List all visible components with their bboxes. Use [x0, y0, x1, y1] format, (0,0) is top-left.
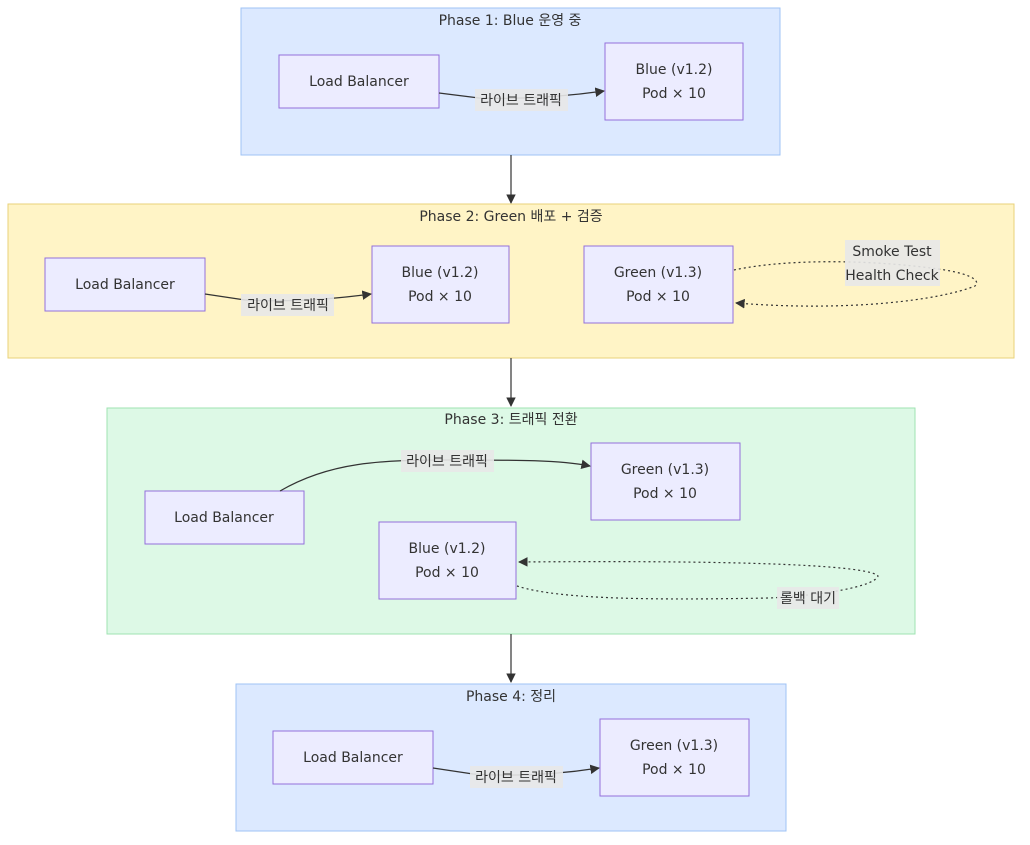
phase-4-title: Phase 4: 정리	[466, 689, 556, 705]
phase-4-live-traffic-label: 라이브 트래픽	[475, 770, 557, 786]
phase-2-live-traffic-label: 라이브 트래픽	[247, 298, 329, 314]
phase-2-green-pods: Pod × 10	[626, 289, 690, 305]
phase-3-blue-label: Blue (v1.2)	[409, 541, 486, 557]
phase-1: Phase 1: Blue 운영 중 Load Balancer Blue (v…	[240, 7, 781, 156]
phase-3-load-balancer-node	[144, 490, 305, 545]
phase-3-rollback-label: 롤백 대기	[780, 591, 836, 607]
phase-3-rollback-edge	[516, 557, 879, 600]
phase-3-live-traffic-label-bg	[401, 450, 494, 472]
phase-4-green-pods: Pod × 10	[642, 762, 706, 778]
phase-4-load-balancer-label: Load Balancer	[303, 750, 403, 766]
phase-2-blue-node	[371, 245, 510, 324]
phase-1-load-balancer-node	[278, 54, 440, 109]
phase-1-blue-node	[604, 42, 744, 121]
phase-2-green-node	[583, 245, 734, 324]
phase-2-live-traffic-label-bg	[241, 294, 334, 316]
phase-3-title: Phase 3: 트래픽 전환	[444, 412, 577, 428]
phase-4: Phase 4: 정리 Load Balancer Green (v1.3) P…	[235, 683, 787, 832]
phase-2: Phase 2: Green 배포 + 검증 Load Balancer Blu…	[7, 203, 1015, 359]
phase-3-green-label: Green (v1.3)	[621, 462, 709, 478]
phase-4-load-balancer-node	[272, 730, 434, 785]
phase-2-smoke-test-label: Smoke Test	[852, 244, 932, 260]
phase-3: Phase 3: 트래픽 전환 Load Balancer Green (v1.…	[106, 407, 916, 635]
phase-3-load-balancer-label: Load Balancer	[174, 510, 274, 526]
phase-3-green-pods: Pod × 10	[633, 486, 697, 502]
phase-1-blue-label: Blue (v1.2)	[636, 62, 713, 78]
phase-2-self-check-label-bg	[845, 240, 940, 286]
phase-3-live-traffic-label: 라이브 트래픽	[406, 454, 488, 470]
phase-2-blue-pods: Pod × 10	[408, 289, 472, 305]
phase-4-live-traffic-label-bg	[470, 766, 563, 788]
phase-2-title: Phase 2: Green 배포 + 검증	[419, 209, 602, 225]
phase-4-green-label: Green (v1.3)	[630, 738, 718, 754]
phase-3-blue-pods: Pod × 10	[415, 565, 479, 581]
phase-1-live-traffic-label-bg	[475, 89, 568, 111]
phase-1-live-traffic-label: 라이브 트래픽	[480, 93, 562, 109]
phase-1-blue-pods: Pod × 10	[642, 86, 706, 102]
phase-1-title: Phase 1: Blue 운영 중	[439, 13, 582, 29]
phase-1-load-balancer-label: Load Balancer	[309, 74, 409, 90]
phase-3-green-node	[590, 442, 741, 521]
phase-3-blue-node	[378, 521, 517, 600]
phase-2-load-balancer-label: Load Balancer	[75, 277, 175, 293]
phase-4-green-node	[599, 718, 750, 797]
phase-2-load-balancer-node	[44, 257, 206, 312]
phase-2-health-check-label: Health Check	[845, 268, 939, 284]
phase-3-rollback-label-bg	[777, 587, 839, 609]
phase-2-green-label: Green (v1.3)	[614, 265, 702, 281]
phase-2-blue-label: Blue (v1.2)	[402, 265, 479, 281]
